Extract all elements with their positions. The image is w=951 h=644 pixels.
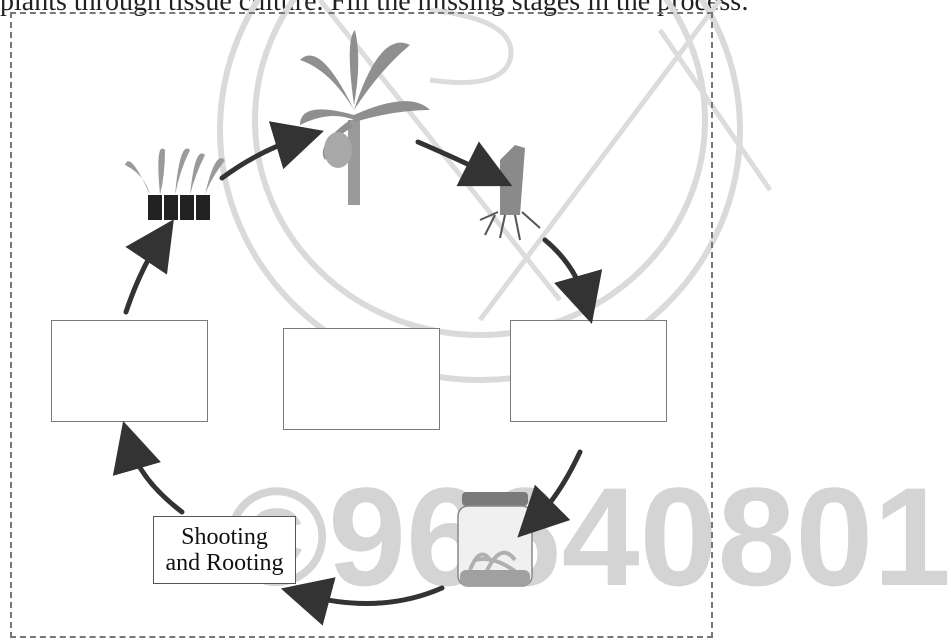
diagram-frame bbox=[10, 12, 713, 638]
watermark-number: ©9664080155 bbox=[225, 458, 951, 615]
banana-plant-icon bbox=[300, 30, 430, 205]
shooting-rooting-label: Shooting and Rooting bbox=[153, 516, 296, 584]
shooting-rooting-line2: and Rooting bbox=[165, 550, 284, 576]
blank-stage-box-right[interactable] bbox=[510, 320, 667, 422]
arrow-jar-to-shooting bbox=[280, 577, 445, 626]
arrow-box-to-jar bbox=[517, 449, 583, 538]
arrow-plant-to-sucker bbox=[415, 139, 513, 187]
blank-stage-box-left[interactable] bbox=[51, 320, 208, 422]
arrow-shooting-to-box bbox=[112, 420, 185, 515]
arrow-potted-to-plant bbox=[219, 121, 324, 181]
potted-plantlets-icon bbox=[125, 148, 225, 220]
blank-stage-box-center[interactable] bbox=[283, 328, 440, 430]
arrow-box-to-potted bbox=[123, 219, 174, 315]
arrow-sucker-to-box bbox=[542, 237, 603, 325]
culture-jar-icon bbox=[457, 492, 533, 587]
shooting-rooting-line1: Shooting bbox=[181, 524, 268, 550]
